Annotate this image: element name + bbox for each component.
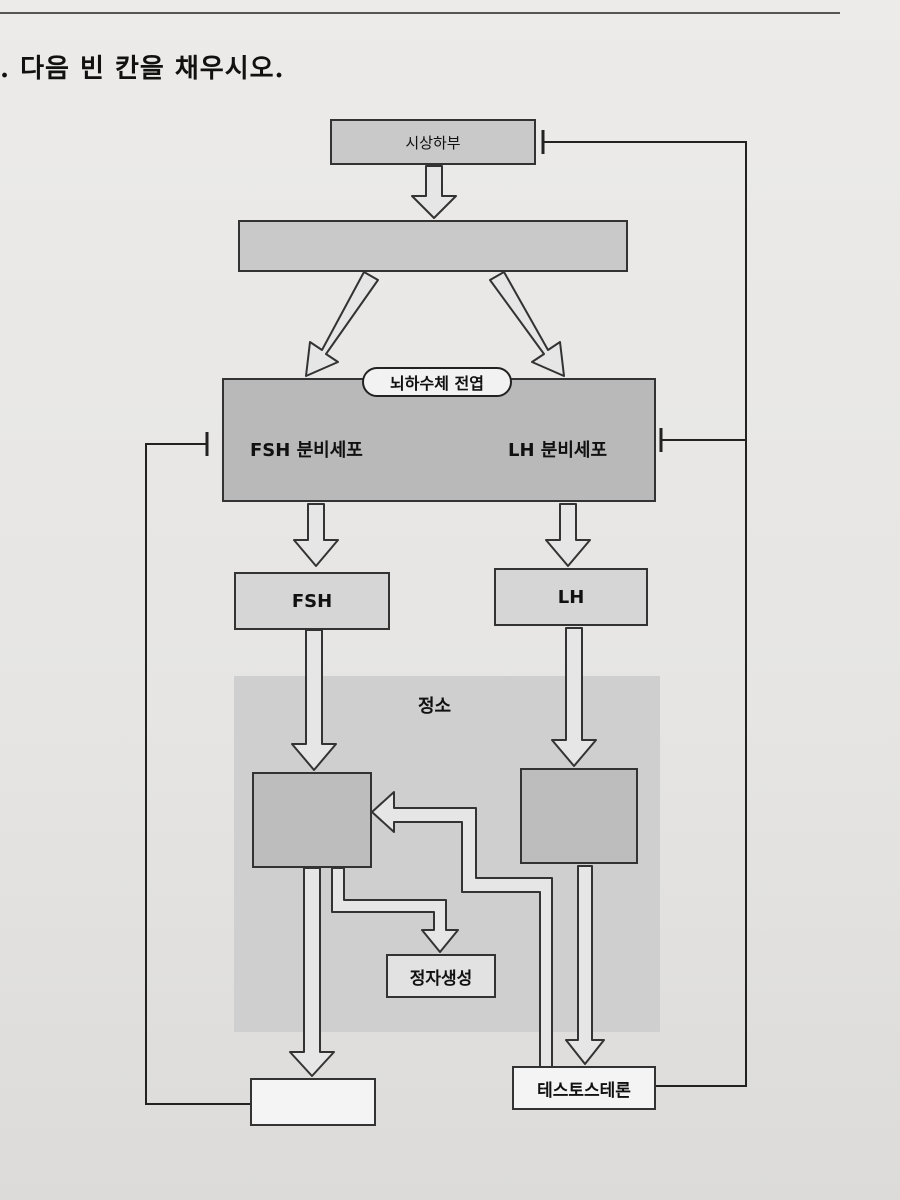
arrow-leydig-to-testosterone xyxy=(565,865,605,1065)
arrow-fsh-to-sertoli xyxy=(291,629,337,771)
arrow-hypothalamus-down xyxy=(411,165,457,219)
lh-box: LH xyxy=(494,568,648,626)
fsh-box: FSH xyxy=(234,572,390,630)
arrow-lh-cell-down xyxy=(545,503,591,567)
arrow-lh-to-leydig xyxy=(551,627,597,767)
question-text: . 다음 빈 칸을 채우시오. xyxy=(0,54,285,84)
inhibin-feedback-line xyxy=(145,443,250,1105)
blank-inhibin-box[interactable] xyxy=(250,1078,376,1126)
anterior-pituitary-label: 뇌하수체 전엽 xyxy=(362,367,512,397)
arrow-testosterone-to-sertoli xyxy=(371,791,553,1075)
testis-label: 정소 xyxy=(418,696,452,717)
testosterone-box: 테스토스테론 xyxy=(512,1066,656,1110)
arrow-sertoli-to-sperm xyxy=(331,867,459,953)
arrow-fsh-cell-down xyxy=(293,503,339,567)
hypothalamus-box: 시상하부 xyxy=(330,119,536,165)
testosterone-label: 테스토스테론 xyxy=(537,1080,631,1101)
arrow-blank-to-pituitary-left xyxy=(305,271,379,377)
hypothalamus-label: 시상하부 xyxy=(405,133,461,152)
lh-label: LH xyxy=(557,586,585,608)
fsh-label: FSH xyxy=(291,590,333,612)
spermatogenesis-label: 정자생성 xyxy=(409,968,473,989)
testosterone-feedback-line xyxy=(544,141,747,1087)
blank-releasing-hormone-box[interactable] xyxy=(238,220,628,272)
anterior-pituitary-box xyxy=(222,378,656,502)
arrow-blank-to-pituitary-right xyxy=(489,271,565,377)
arrow-sertoli-to-inhibin xyxy=(289,867,335,1077)
blank-sertoli-box[interactable] xyxy=(252,772,372,868)
blank-leydig-box[interactable] xyxy=(520,768,638,864)
top-rule xyxy=(0,12,840,14)
lh-cell-label: LH 분비세포 xyxy=(508,440,608,461)
spermatogenesis-box: 정자생성 xyxy=(386,954,496,998)
fsh-cell-label: FSH 분비세포 xyxy=(250,440,363,461)
